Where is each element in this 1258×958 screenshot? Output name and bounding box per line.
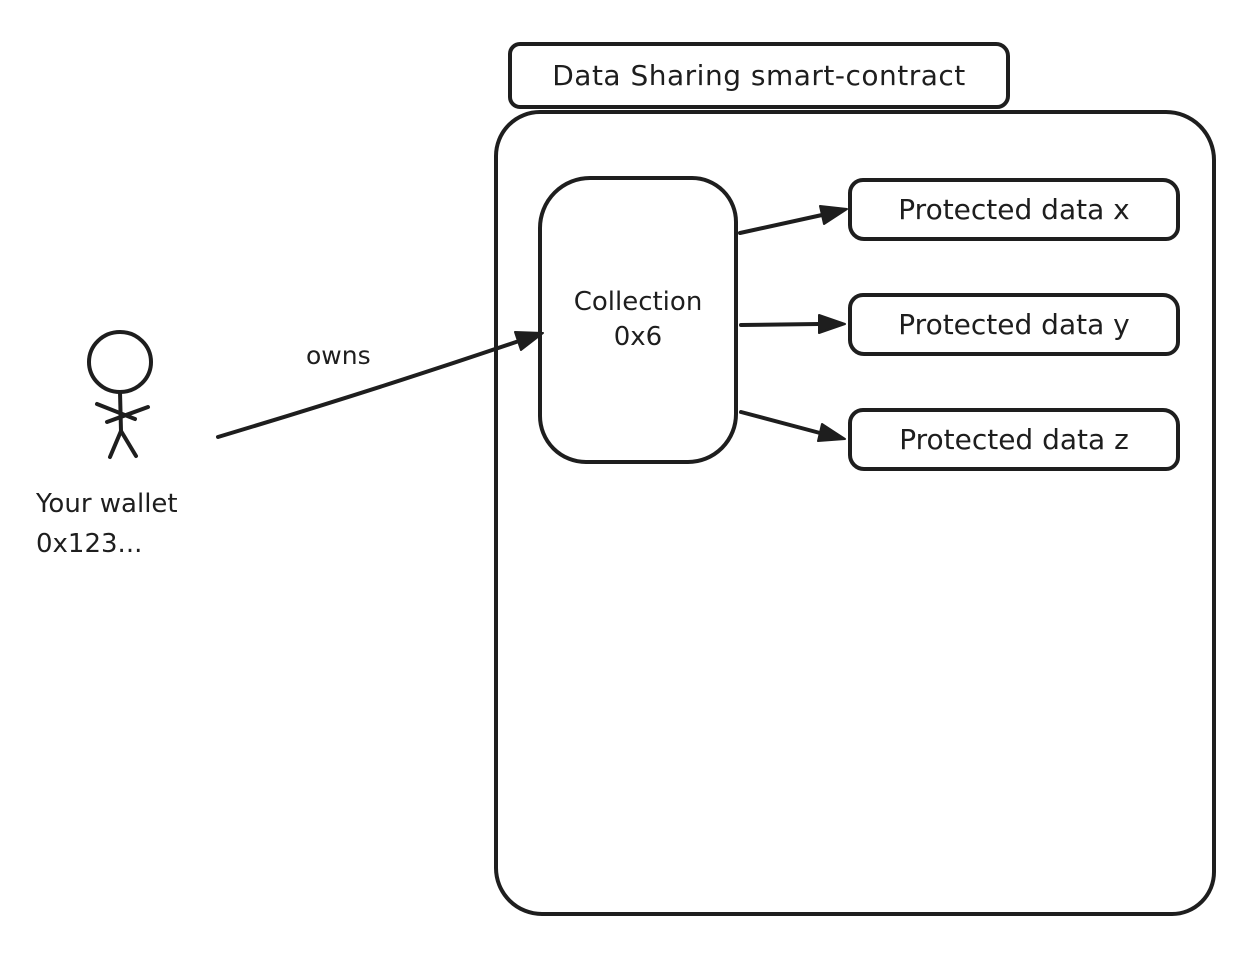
title-box: Data Sharing smart-contract (508, 42, 1010, 109)
wallet-label-line2: 0x123... (36, 529, 143, 559)
protected-data-y-label: Protected data y (898, 308, 1130, 341)
collection-box: Collection 0x6 (538, 176, 738, 464)
owns-arrow-label: owns (306, 341, 371, 370)
collection-address: 0x6 (613, 322, 663, 352)
collection-text: Collection 0x6 (574, 285, 703, 355)
stick-figure-icon (87, 330, 153, 459)
title-label: Data Sharing smart-contract (552, 59, 966, 92)
protected-data-box-y: Protected data y (848, 293, 1180, 356)
protected-data-box-x: Protected data x (848, 178, 1180, 241)
protected-data-z-label: Protected data z (899, 423, 1129, 456)
protected-data-x-label: Protected data x (898, 193, 1130, 226)
collection-title: Collection (573, 287, 703, 317)
wallet-label-line1: Your wallet (36, 489, 178, 519)
protected-data-box-z: Protected data z (848, 408, 1180, 471)
wallet-label: Your wallet 0x123... (36, 484, 178, 564)
